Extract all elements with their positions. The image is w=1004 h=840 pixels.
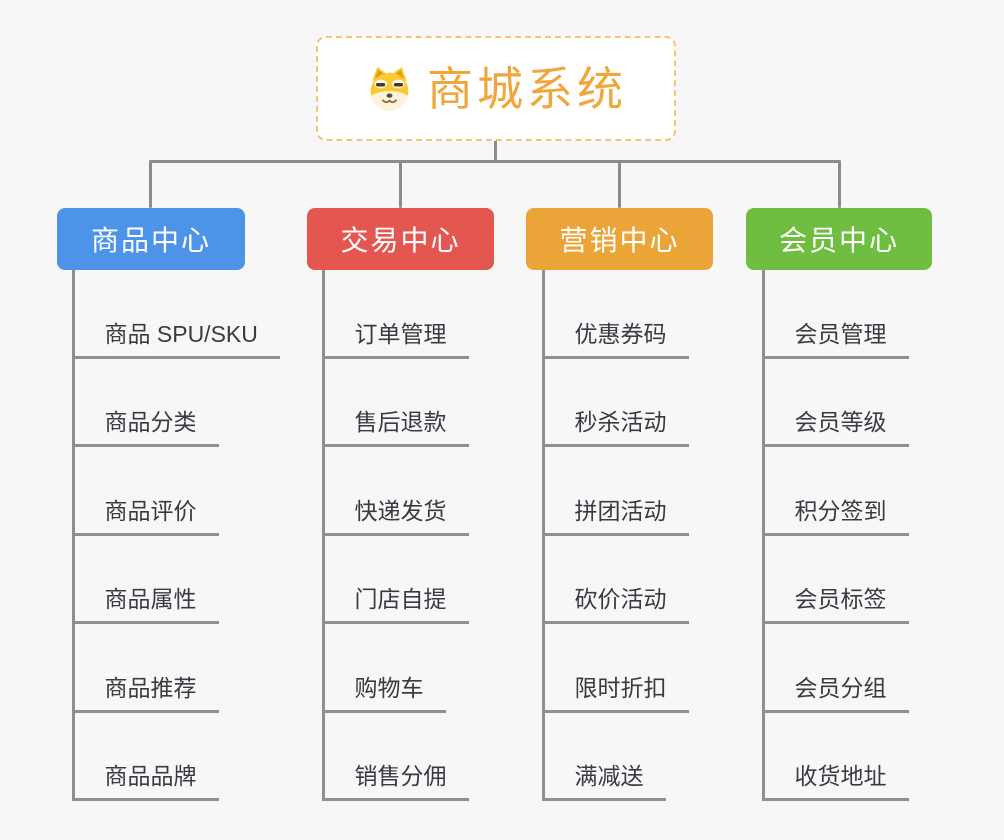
connector-root-trunk [493,140,497,162]
branch-node-member-center[interactable]: 会员中心 [746,208,932,270]
branch-children-goods-center: 商品 SPU/SKU 商品分类 商品评价 商品属性 商品推荐 商品品牌 [71,270,280,801]
leaf-node-member-tags[interactable]: 会员标签 [764,536,909,624]
leaf-node-spend-and-save[interactable]: 满减送 [544,713,666,801]
connector-drop-branch-4 [838,161,841,208]
connector-drop-branch-2 [399,161,402,208]
leaf-node-goods-brand[interactable]: 商品品牌 [74,713,219,801]
leaf-node-member-level[interactable]: 会员等级 [764,359,909,447]
leaf-node-shopping-cart[interactable]: 购物车 [324,624,446,713]
leaf-node-order-management[interactable]: 订单管理 [324,270,469,359]
leaf-node-goods-attribute[interactable]: 商品属性 [74,536,219,624]
connector-horizontal-bar [149,160,841,163]
branch-node-goods-center[interactable]: 商品中心 [57,208,245,270]
leaf-node-shipping-address[interactable]: 收货地址 [764,713,909,801]
leaf-node-goods-recommend[interactable]: 商品推荐 [74,624,219,713]
leaf-node-coupon-code[interactable]: 优惠券码 [544,270,689,359]
leaf-node-goods-review[interactable]: 商品评价 [74,447,219,536]
leaf-node-goods-spu-sku[interactable]: 商品 SPU/SKU [74,270,280,359]
leaf-node-group-buy[interactable]: 拼团活动 [544,447,689,536]
branch-children-trade-center: 订单管理 售后退款 快递发货 门店自提 购物车 销售分佣 [321,270,469,801]
leaf-node-points-checkin[interactable]: 积分签到 [764,447,909,536]
leaf-node-store-pickup[interactable]: 门店自提 [324,536,469,624]
leaf-node-bargain-activity[interactable]: 砍价活动 [544,536,689,624]
leaf-node-express-delivery[interactable]: 快递发货 [324,447,469,536]
leaf-node-goods-category[interactable]: 商品分类 [74,359,219,447]
leaf-node-flash-sale[interactable]: 秒杀活动 [544,359,689,447]
connector-drop-branch-3 [618,161,621,208]
branch-children-member-center: 会员管理 会员等级 积分签到 会员标签 会员分组 收货地址 [761,270,909,801]
leaf-node-member-groups[interactable]: 会员分组 [764,624,909,713]
branch-node-marketing-center[interactable]: 营销中心 [526,208,713,270]
leaf-node-limited-time-discount[interactable]: 限时折扣 [544,624,689,713]
connector-drop-branch-1 [149,161,152,208]
root-node[interactable]: 商城系统 [316,36,676,141]
leaf-node-aftersale-refund[interactable]: 售后退款 [324,359,469,447]
root-title: 商城系统 [427,62,627,115]
branch-children-marketing-center: 优惠券码 秒杀活动 拼团活动 砍价活动 限时折扣 满减送 [541,270,689,801]
branch-node-trade-center[interactable]: 交易中心 [307,208,494,270]
dog-icon [370,67,409,112]
leaf-node-sales-commission[interactable]: 销售分佣 [324,713,469,801]
leaf-node-member-management[interactable]: 会员管理 [764,270,909,359]
